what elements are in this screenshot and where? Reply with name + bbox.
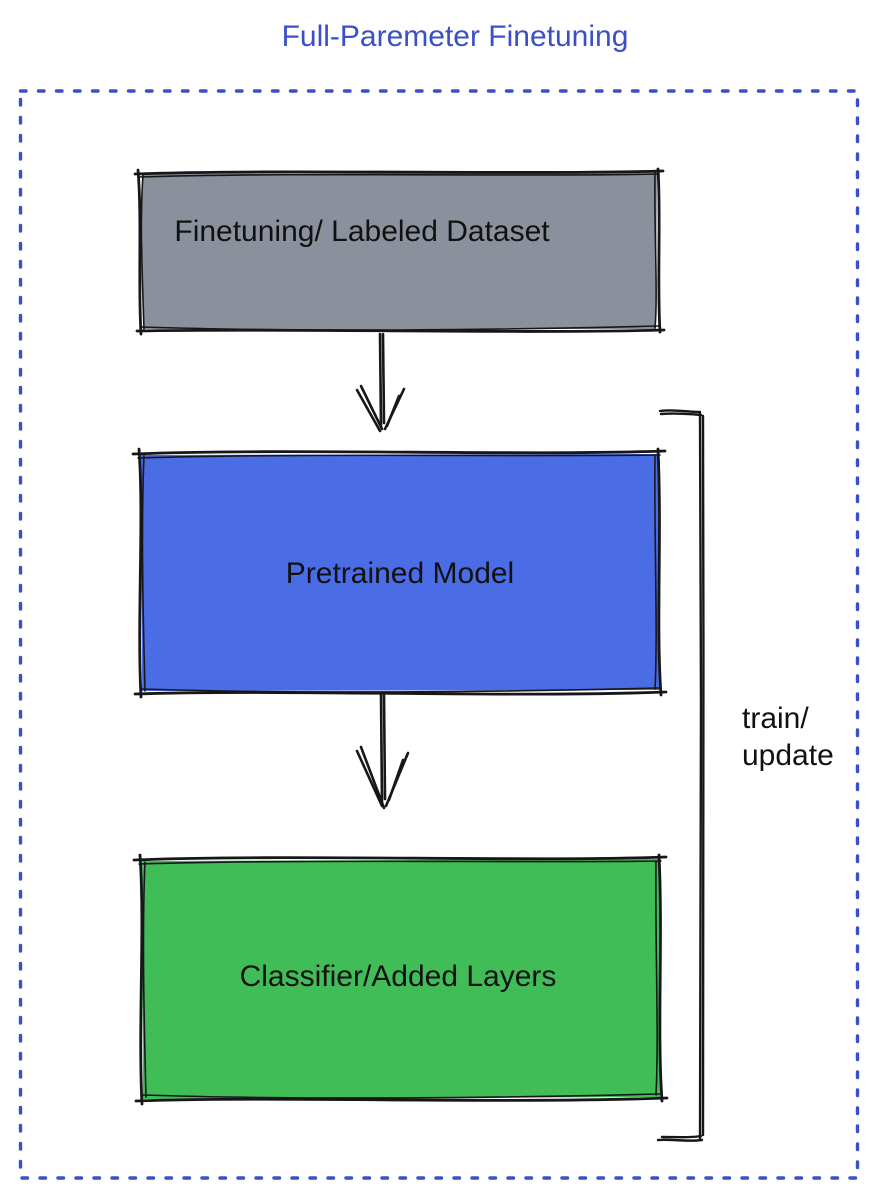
classifier-added-layers-outline — [132, 853, 669, 1106]
arrow-dataset-to-model — [355, 332, 406, 433]
diagram-title: Full-Paremeter Finetuning — [281, 20, 629, 53]
dotted-outer-border — [18, 89, 860, 1180]
pretrained-model-outline-2 — [137, 454, 661, 693]
sketch-strokes — [131, 167, 705, 1142]
node-fills — [141, 172, 660, 1099]
finetuning-dataset-outline-2 — [138, 172, 660, 331]
pretrained-model-box — [141, 454, 659, 691]
pretrained-model-outline — [131, 447, 668, 699]
finetuning-dataset-label: Finetuning/ Labeled Dataset — [174, 215, 550, 248]
classifier-added-layers-outline-2 — [138, 860, 662, 1099]
classifier-added-layers-box — [142, 859, 660, 1099]
train-update-label: train/ update — [742, 702, 834, 772]
pretrained-model-label: Pretrained Model — [285, 557, 515, 590]
classifier-added-layers-label: Classifier/Added Layers — [239, 960, 557, 993]
train-update-bracket — [656, 409, 705, 1142]
finetuning-dataset-outline — [133, 167, 666, 336]
finetuning-dataset-box — [142, 172, 657, 329]
arrow-model-to-classifier — [355, 693, 410, 810]
